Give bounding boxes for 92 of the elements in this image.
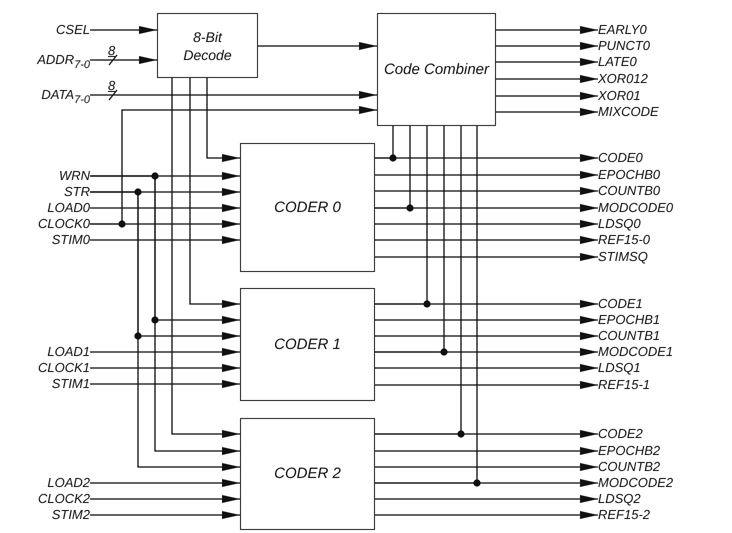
signal-label: LATE0: [598, 55, 637, 69]
arrow: [375, 364, 598, 372]
arrow: [189, 78, 240, 308]
arrow: [90, 511, 240, 519]
signal-label: CLOCK1: [38, 361, 90, 375]
arrow: [375, 316, 598, 324]
arrow: [375, 187, 598, 195]
signal-label: REF15-2: [598, 508, 650, 522]
block-box: [377, 13, 496, 126]
arrow: [496, 42, 598, 50]
signal-label: LDSQ2: [598, 492, 641, 506]
arrow: [375, 171, 598, 179]
arrow: [496, 108, 598, 116]
signal-label: COUNTB1: [598, 329, 660, 343]
connector-line: [375, 126, 462, 435]
arrow: [90, 204, 240, 212]
signal-label: XOR01: [598, 89, 641, 103]
signal-label: EPOCHB0: [598, 168, 660, 182]
block-label: Code Combiner: [384, 60, 490, 78]
arrow: [375, 220, 598, 228]
arrow: [171, 78, 240, 438]
arrow: [375, 236, 598, 244]
signal-label: CODE2: [598, 427, 643, 441]
block-label: CODER 2: [274, 465, 341, 483]
signal-label: EPOCHB1: [598, 313, 660, 327]
block-label: CODER 1: [274, 336, 341, 354]
connector-line: [375, 126, 428, 305]
arrow: [90, 495, 240, 503]
connector-line: [375, 126, 411, 209]
signal-label: CSEL: [56, 23, 90, 37]
signal-label: EPOCHB2: [598, 444, 660, 458]
signal-label: STR: [64, 185, 90, 199]
signal-label: MODCODE2: [598, 476, 674, 490]
signal-label: ADDR$_{7-0}$: [37, 53, 90, 67]
signal-label: STIM2: [52, 508, 90, 522]
arrow: [90, 106, 377, 225]
signal-label: XOR012: [598, 72, 648, 86]
arrow: [90, 26, 157, 34]
signal-label: COUNTB2: [598, 460, 660, 474]
edge-label: 8: [108, 79, 116, 92]
arrow: [258, 42, 377, 50]
arrow: [496, 26, 598, 34]
block-box: [240, 288, 375, 401]
signal-label: PUNCT0: [598, 39, 650, 53]
signal-label: CODE1: [598, 297, 643, 311]
arrow: [90, 236, 240, 244]
arrow: [375, 332, 598, 340]
arrow: [375, 511, 598, 519]
block-label: 8-Bit Decode: [182, 28, 233, 64]
arrow: [90, 479, 240, 487]
signal-label: STIM1: [52, 377, 90, 391]
arrow: [206, 78, 240, 162]
signal-label: REF15-0: [598, 233, 650, 247]
signal-label: WRN: [58, 169, 90, 183]
signal-label: REF15-1: [598, 378, 650, 392]
arrow: [496, 75, 598, 83]
arrow: [90, 380, 240, 388]
block-box: [157, 13, 258, 78]
arrow: [375, 253, 598, 261]
arrow: [375, 447, 598, 455]
signal-label: EARLY0: [598, 23, 647, 37]
connector-line: [375, 126, 394, 159]
signal-label: CLOCK0: [38, 217, 90, 231]
signal-label: STIM0: [52, 233, 90, 247]
arrow: [90, 348, 240, 356]
block-box: [240, 143, 375, 272]
arrow: [375, 463, 598, 471]
edge-label: 8: [108, 44, 116, 57]
connector-line: [375, 126, 445, 353]
signal-label: LOAD2: [47, 476, 90, 490]
arrow: [90, 364, 240, 372]
signal-label: CLOCK2: [38, 492, 90, 506]
signal-label: MODCODE0: [598, 201, 674, 215]
signal-label: LOAD1: [47, 345, 90, 359]
arrow: [375, 381, 598, 389]
arrow: [496, 58, 598, 66]
arrow: [375, 495, 598, 503]
signal-label: DATA$_{7-0}$: [41, 88, 90, 102]
signal-label: LDSQ1: [598, 361, 641, 375]
signal-label: CODE0: [598, 151, 643, 165]
arrow: [496, 92, 598, 100]
connector-line: [375, 126, 478, 484]
block-label: CODER 0: [274, 198, 341, 216]
signal-label: LDSQ0: [598, 217, 641, 231]
signal-label: MIXCODE: [598, 105, 659, 119]
arrow: [90, 91, 377, 99]
signal-label: COUNTB0: [598, 184, 660, 198]
block-box: [240, 418, 375, 530]
arrow: [90, 56, 157, 64]
signal-label: MODCODE1: [598, 345, 674, 359]
signal-label: STIMSQ: [598, 250, 648, 264]
signal-label: LOAD0: [47, 201, 90, 215]
